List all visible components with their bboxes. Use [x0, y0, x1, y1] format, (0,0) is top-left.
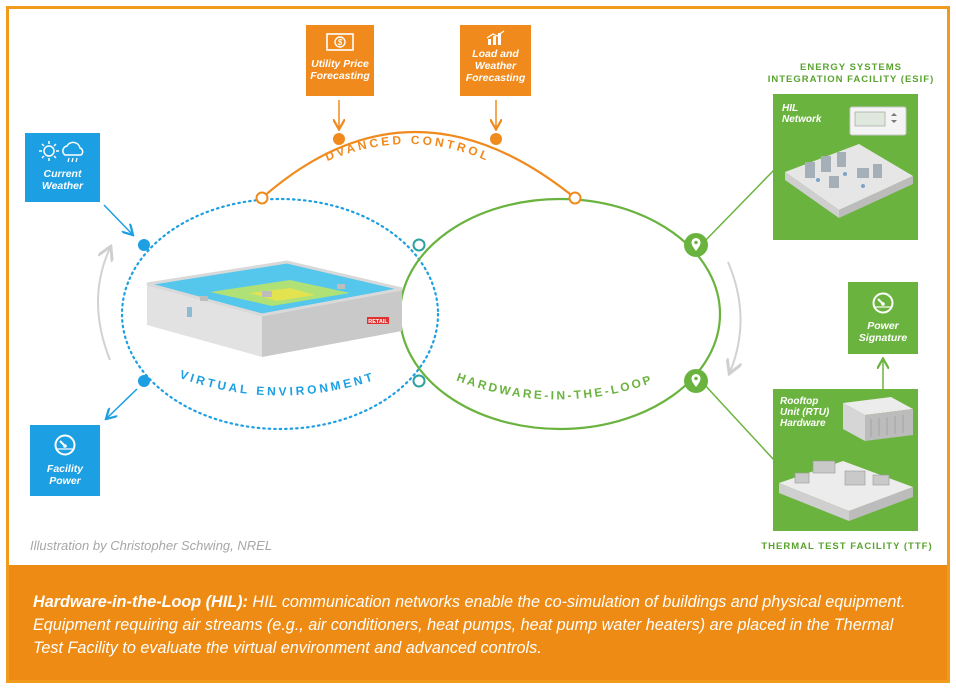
virtual-environment-loop [120, 197, 440, 431]
esif-panel: HIL Network [773, 94, 918, 240]
illustration-credit: Illustration by Christopher Schwing, NRE… [30, 538, 273, 553]
node-power [138, 375, 150, 387]
esif-title: ENERGY SYSTEMS INTEGRATION FACILITY (ESI… [767, 62, 935, 85]
node-ve-bottom [412, 374, 426, 388]
weather-icon [38, 141, 83, 163]
utility-price-forecasting-box: $ Utility Price Forecasting [306, 25, 374, 96]
caption-lead: Hardware-in-the-Loop (HIL): [33, 593, 248, 611]
esif-connector [702, 169, 775, 244]
ttf-illustration [779, 397, 913, 521]
power-signature-box: Power Signature [848, 282, 918, 354]
current-weather-label: Current Weather [41, 168, 84, 192]
ttf-connector [702, 382, 775, 461]
load-weather-forecasting-box: Load and Weather Forecasting [460, 25, 531, 96]
dollar-bill-icon: $ [326, 33, 354, 51]
caption-footer: Hardware-in-the-Loop (HIL): HIL communic… [9, 565, 947, 680]
facility-power-arrow [107, 388, 138, 418]
utility-price-label: Utility Price Forecasting [310, 58, 370, 82]
rtu-label: Rooftop Unit (RTU) Hardware [780, 396, 830, 429]
ttf-panel: Rooftop Unit (RTU) Hardware [773, 389, 918, 531]
cycle-arrow-left [97, 248, 110, 361]
advanced-controls-arc [261, 130, 576, 199]
location-pin-icon [684, 369, 708, 393]
hil-network-label: HIL Network [782, 103, 822, 125]
current-weather-box: Current Weather [25, 133, 100, 202]
current-weather-arrow [103, 204, 132, 234]
building-illustration: RETAIL [146, 260, 403, 357]
node-ac-right [568, 191, 582, 205]
caption-body: HIL communication networks enable the co… [33, 593, 906, 657]
gauge-icon [872, 292, 894, 314]
svg-text:$: $ [337, 38, 343, 47]
facility-power-box: Facility Power [30, 425, 100, 496]
node-ve-top [412, 238, 426, 252]
gauge-icon [54, 434, 76, 456]
facility-power-label: Facility Power [46, 463, 84, 487]
power-signature-label: Power Signature [858, 320, 908, 344]
cycle-arrow-right [728, 261, 741, 372]
node-ac-left [255, 191, 269, 205]
node-load [490, 133, 502, 145]
bar-chart-icon [486, 30, 504, 45]
node-weather [138, 239, 150, 251]
location-pin-icon [684, 233, 708, 257]
ttf-title: THERMAL TEST FACILITY (TTF) [761, 541, 933, 552]
retail-sign: RETAIL [368, 319, 388, 325]
load-weather-label: Load and Weather Forecasting [465, 48, 526, 84]
hardware-in-the-loop-label: HARDWARE-IN-THE-LOOP [455, 370, 655, 403]
virtual-environment-label: VIRTUAL ENVIRONMENT [178, 367, 377, 398]
esif-lab-illustration [785, 106, 913, 218]
node-utility [333, 133, 345, 145]
